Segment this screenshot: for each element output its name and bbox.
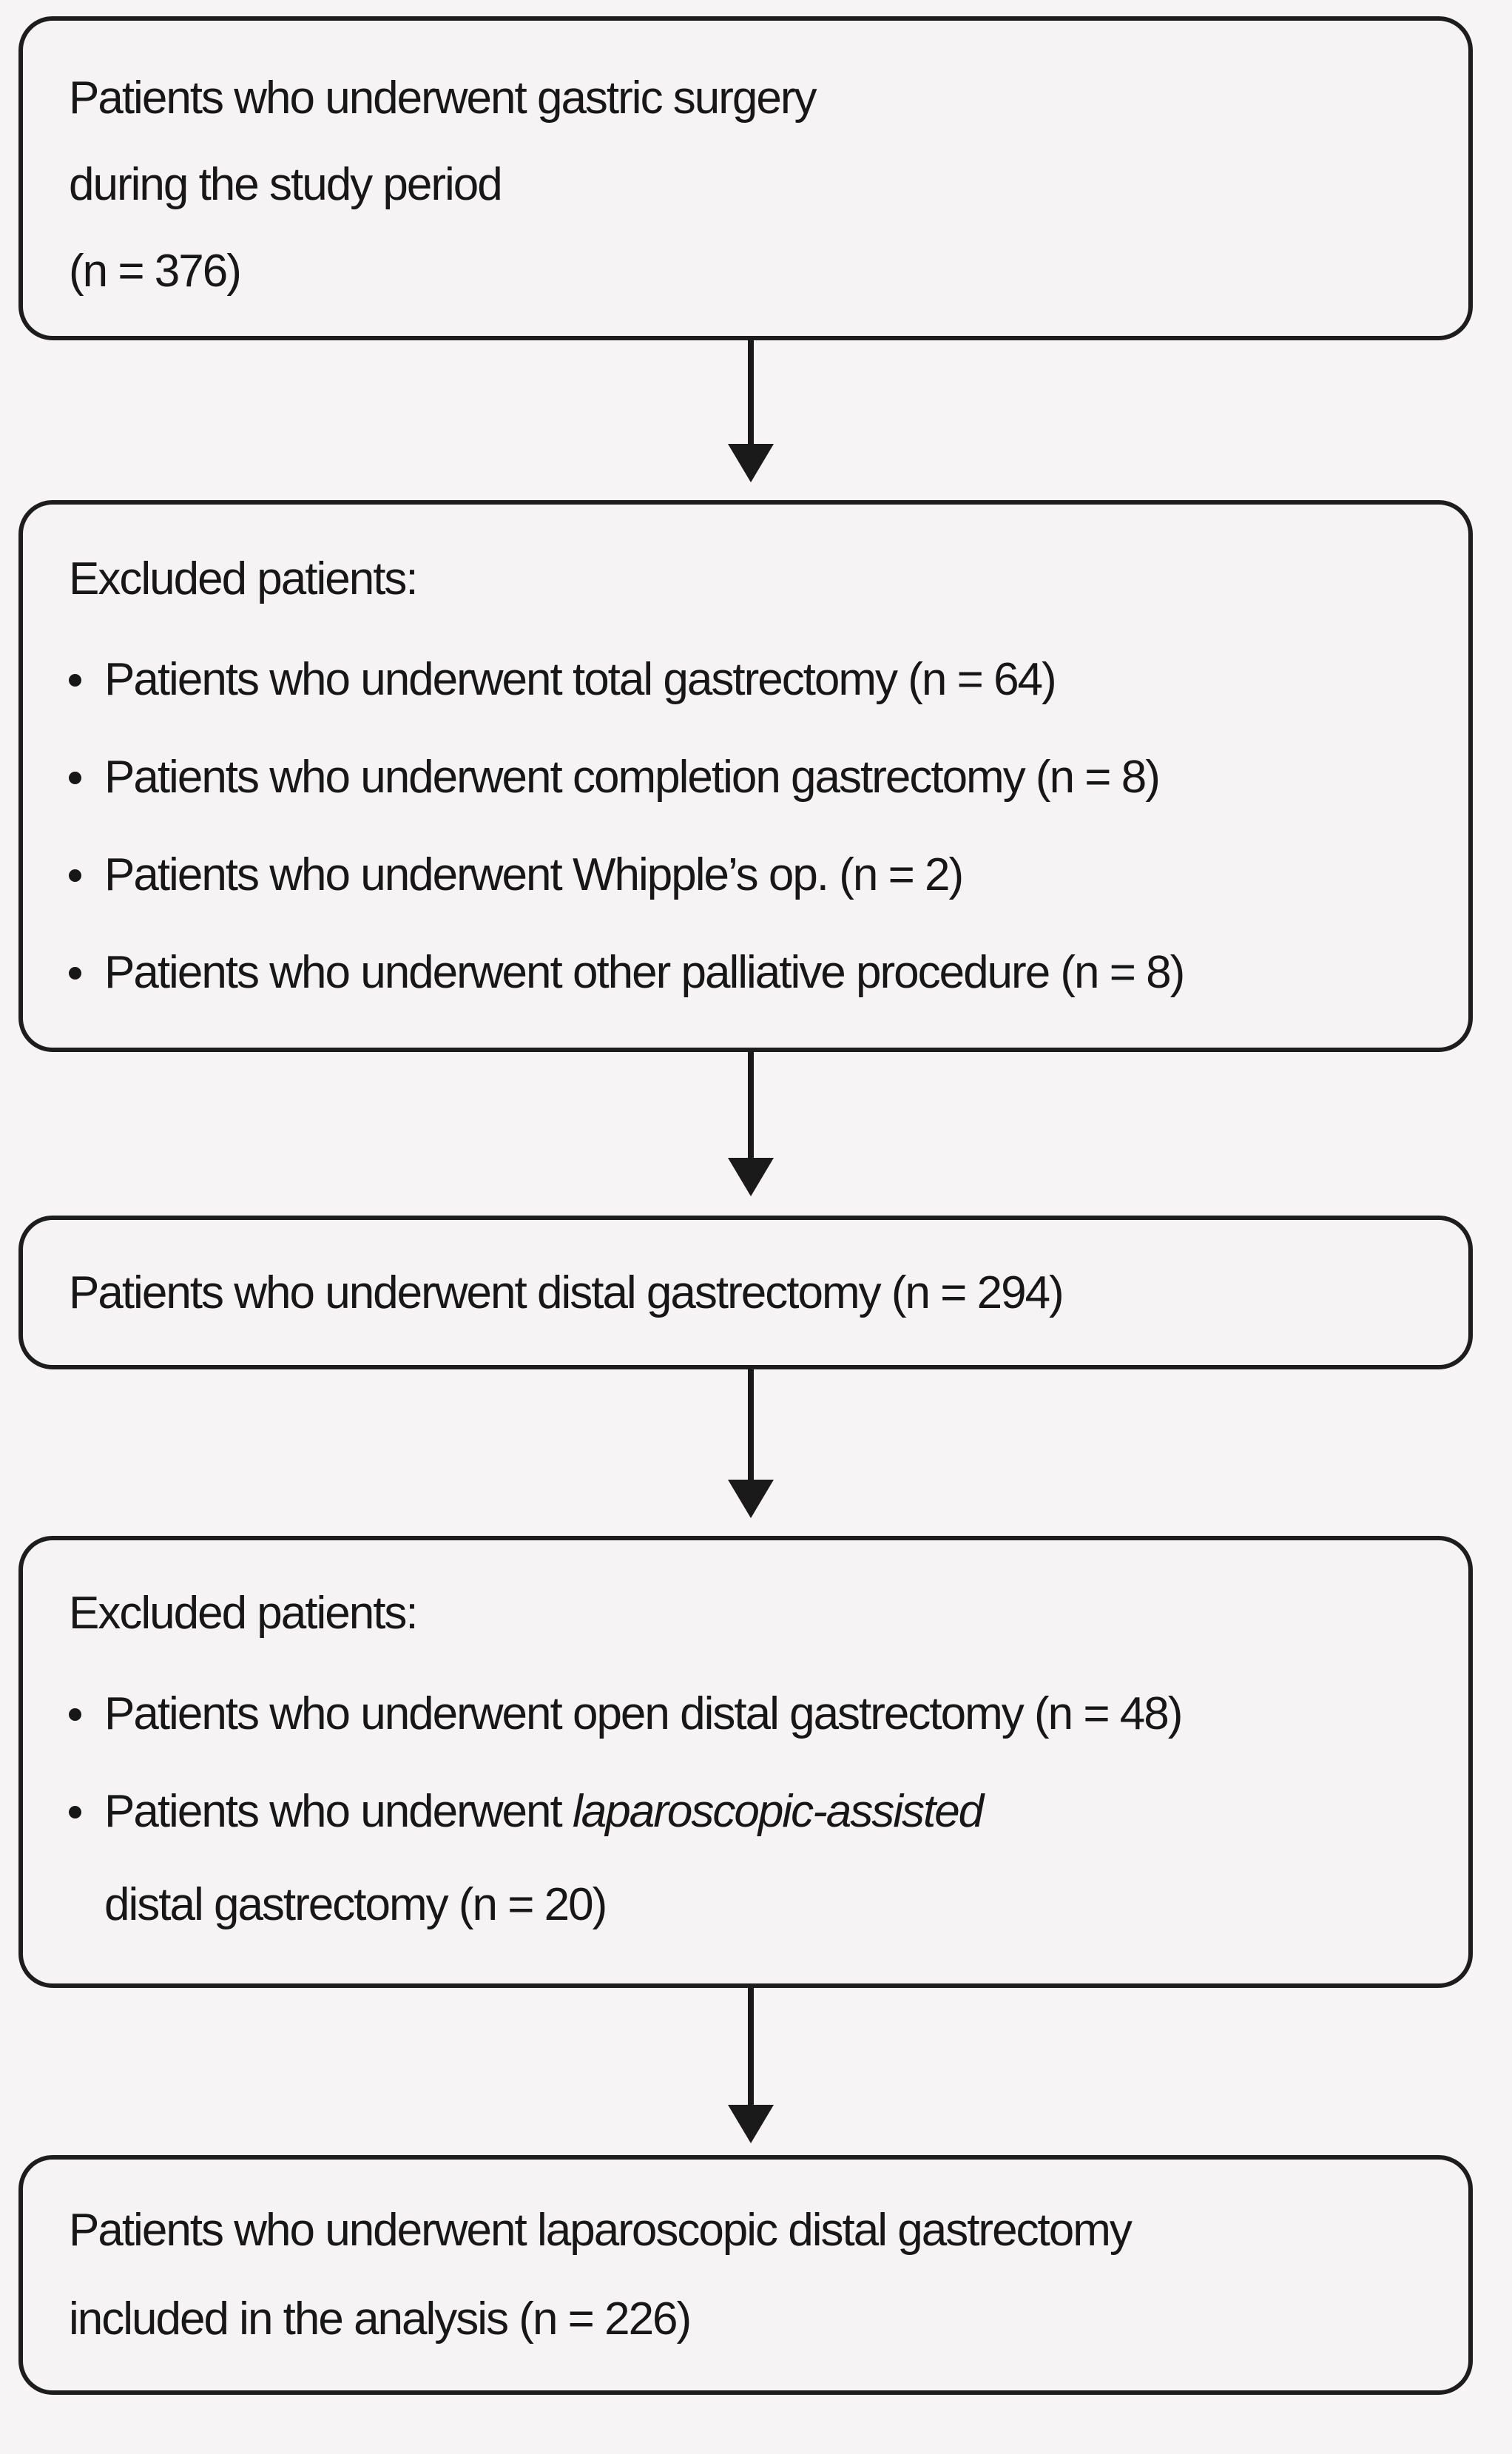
excluded-patients-title: Excluded patients: [69, 553, 419, 604]
box-text-line: Patients who underwent distal gastrectom… [69, 1267, 1064, 1318]
arrow-shaft [748, 1369, 754, 1482]
flow-arrow-1 [728, 339, 774, 482]
flow-arrow-4 [728, 1988, 774, 2143]
box-text-line: (n = 376) [69, 246, 242, 297]
excluded-patients-title: Excluded patients: [69, 1588, 419, 1639]
exclusion-item: Patients who underwent completion gastre… [69, 729, 1431, 826]
exclusion-item-text: Patients who underwent completion gastre… [104, 752, 1161, 803]
exclusion-item-continuation: distal gastrectomy (n = 20) [104, 1879, 607, 1930]
arrow-down-icon [728, 2105, 774, 2143]
arrow-down-icon [728, 1480, 774, 1518]
exclusion-item: Patients who underwent laparoscopic-assi… [69, 1763, 1431, 1949]
exclusion-list: Patients who underwent open distal gastr… [69, 1665, 1431, 1949]
box-text-line: during the study period [69, 159, 503, 210]
box-text-line: included in the analysis (n = 226) [69, 2293, 692, 2345]
arrow-shaft [748, 339, 754, 446]
arrow-down-icon [728, 1158, 774, 1196]
exclusion-item-text: Patients who underwent Whipple’s op. (n … [104, 849, 964, 900]
exclusion-item-text: Patients who underwent other palliative … [104, 947, 1185, 998]
arrow-shaft [748, 1052, 754, 1160]
box-text-line: Patients who underwent gastric surgery [69, 73, 817, 124]
bullet-dot-icon [69, 967, 81, 980]
arrow-shaft [748, 1988, 754, 2107]
exclusion-list: Patients who underwent total gastrectomy… [69, 631, 1431, 1022]
flow-box-initial-cohort: Patients who underwent gastric surgery d… [18, 16, 1473, 340]
flow-box-exclusions-2: Excluded patients: Patients who underwen… [18, 1536, 1473, 1988]
flow-box-final-analysis: Patients who underwent laparoscopic dist… [18, 2155, 1473, 2395]
flow-arrow-3 [728, 1369, 774, 1518]
exclusion-item-italic-text: laparoscopic-assisted [572, 1786, 984, 1837]
exclusion-item-text: Patients who underwent total gastrectomy… [104, 654, 1057, 705]
bullet-dot-icon [69, 1806, 81, 1818]
bullet-dot-icon [69, 674, 81, 687]
bullet-dot-icon [69, 869, 81, 882]
exclusion-item-text: Patients who underwent [104, 1786, 573, 1837]
flow-box-exclusions-1: Excluded patients: Patients who underwen… [18, 500, 1473, 1052]
flow-box-distal-gastrectomy: Patients who underwent distal gastrectom… [18, 1216, 1473, 1369]
bullet-dot-icon [69, 772, 81, 784]
box-text-line: Patients who underwent laparoscopic dist… [69, 2205, 1133, 2256]
arrow-down-icon [728, 444, 774, 482]
exclusion-item-text: Patients who underwent open distal gastr… [104, 1688, 1183, 1739]
exclusion-item: Patients who underwent open distal gastr… [69, 1665, 1431, 1763]
exclusion-item: Patients who underwent total gastrectomy… [69, 631, 1431, 729]
flow-arrow-2 [728, 1052, 774, 1196]
bullet-dot-icon [69, 1708, 81, 1721]
exclusion-item: Patients who underwent other palliative … [69, 924, 1431, 1022]
exclusion-item: Patients who underwent Whipple’s op. (n … [69, 826, 1431, 924]
